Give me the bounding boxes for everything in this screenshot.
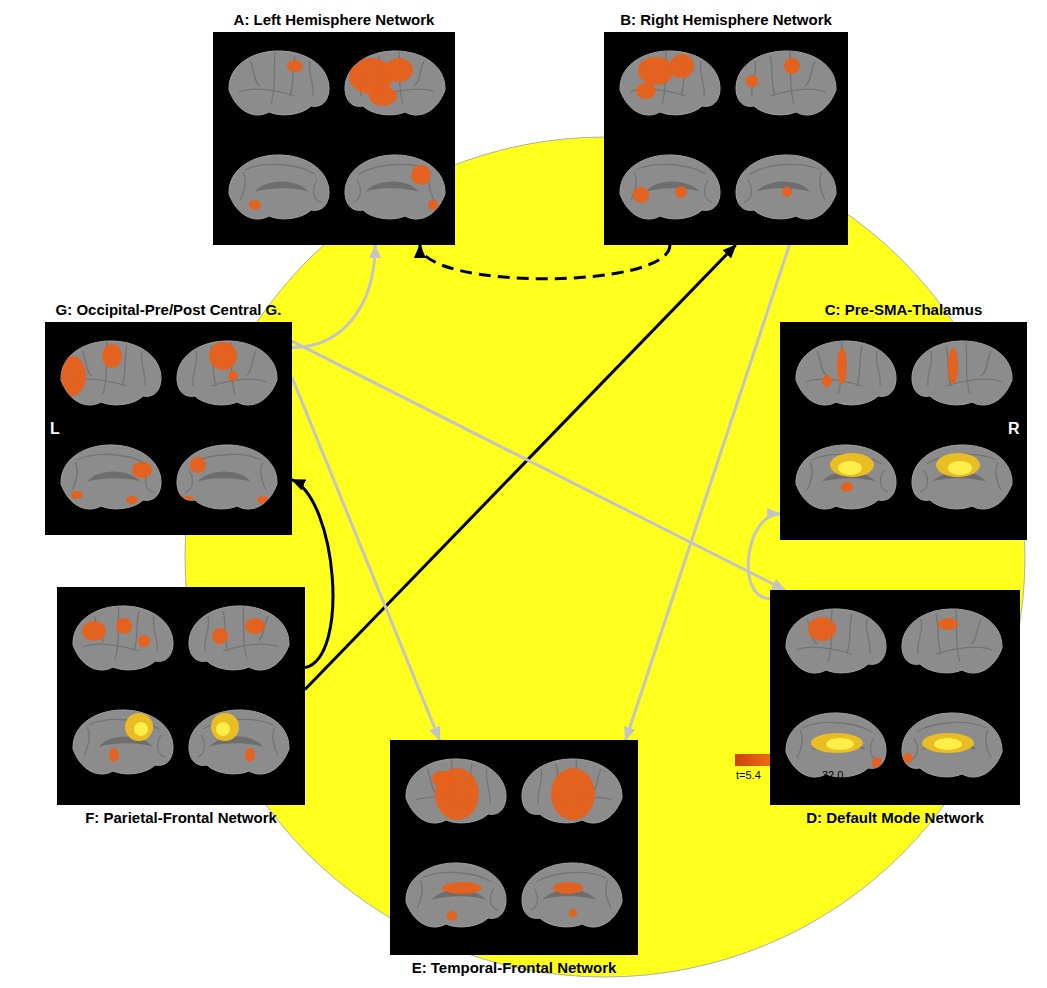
network-connector xyxy=(748,514,780,599)
network-connector xyxy=(292,245,375,348)
network-panel: A: Left Hemisphere Network xyxy=(213,11,455,245)
network-title: F: Parietal-Frontal Network xyxy=(85,809,277,827)
brain-panel xyxy=(604,32,848,245)
network-connector xyxy=(305,245,736,689)
network-connector xyxy=(626,245,790,740)
network-title: B: Right Hemisphere Network xyxy=(620,11,832,29)
hemisphere-label: L xyxy=(50,420,60,438)
brain-illustration xyxy=(604,32,848,245)
brain-panel xyxy=(390,740,638,955)
network-title: D: Default Mode Network xyxy=(806,809,984,827)
network-title: C: Pre-SMA-Thalamus xyxy=(825,301,983,319)
colorbar-min: t=5.4 xyxy=(736,769,761,781)
network-connector xyxy=(292,341,785,590)
brain-panel xyxy=(213,32,455,245)
network-panel: G: Occipital-Pre/Post Central G. xyxy=(45,301,292,535)
brain-panel xyxy=(45,322,292,535)
brain-panel xyxy=(57,587,305,805)
brain-illustration xyxy=(45,322,292,535)
network-connector xyxy=(292,377,440,740)
brain-illustration xyxy=(390,740,638,955)
network-panel: B: Right Hemisphere Network xyxy=(604,11,848,245)
network-panel: F: Parietal-Frontal Network xyxy=(57,587,305,827)
brain-illustration xyxy=(780,322,1027,540)
brain-illustration xyxy=(57,587,305,805)
brain-illustration xyxy=(213,32,455,245)
colorbar-max: 32.0 xyxy=(822,769,843,781)
brain-panel xyxy=(780,322,1027,540)
network-connector xyxy=(420,245,670,279)
network-title: E: Temporal-Frontal Network xyxy=(412,959,617,977)
brain-panel xyxy=(770,590,1020,805)
network-panel: C: Pre-SMA-Thalamus xyxy=(780,301,1027,540)
network-title: A: Left Hemisphere Network xyxy=(234,11,435,29)
network-panel: E: Temporal-Frontal Network xyxy=(390,740,638,977)
network-title: G: Occipital-Pre/Post Central G. xyxy=(56,301,282,319)
network-panel: D: Default Mode Network xyxy=(770,590,1020,827)
hemisphere-label: R xyxy=(1008,420,1020,438)
brain-illustration xyxy=(770,590,1020,805)
